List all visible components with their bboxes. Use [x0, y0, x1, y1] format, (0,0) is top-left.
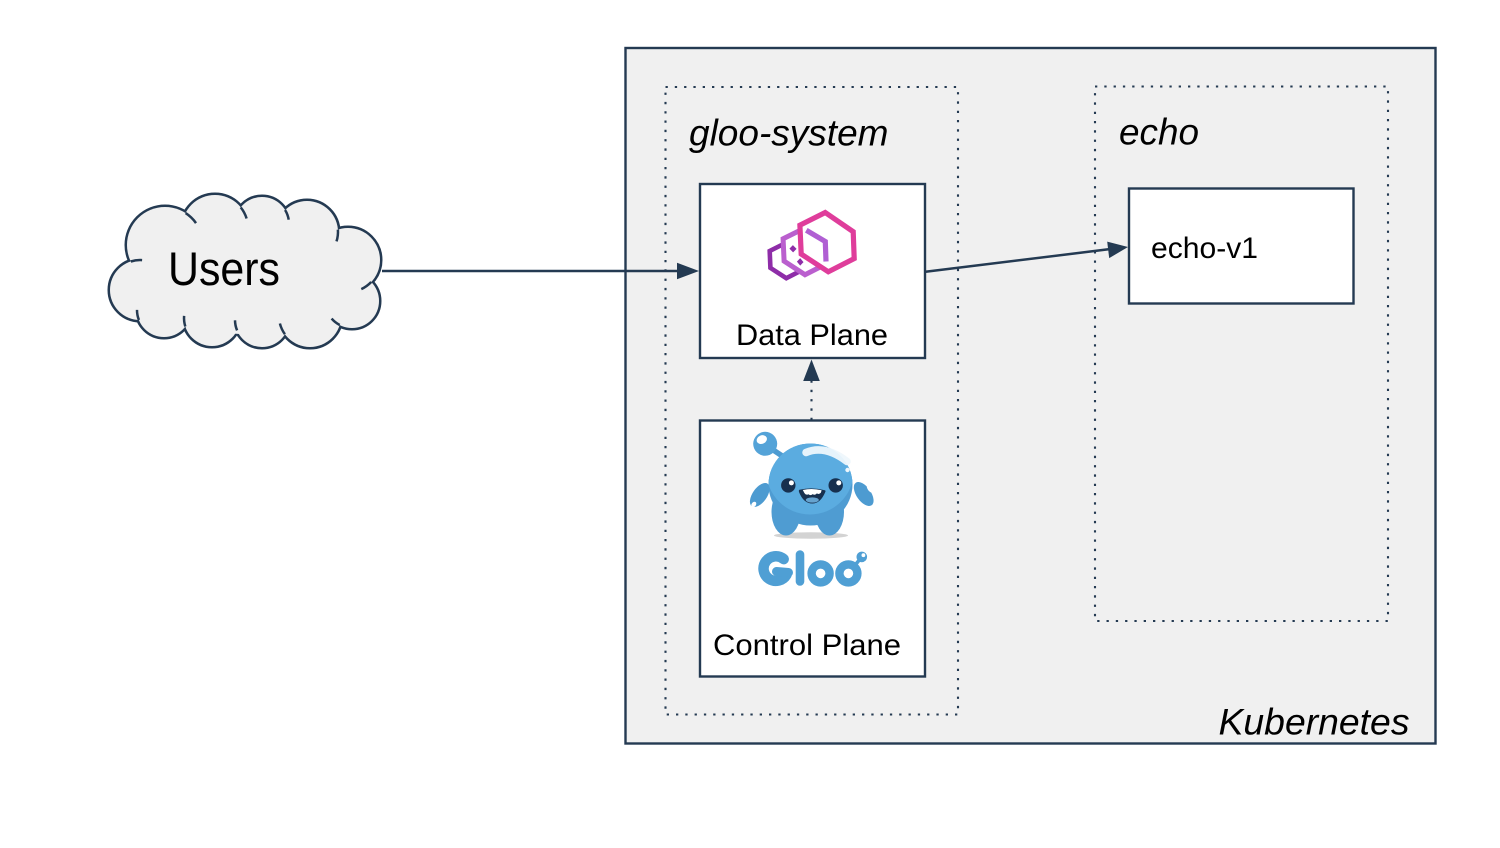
svg-text:Users: Users — [168, 242, 280, 295]
svg-text:Control Plane: Control Plane — [713, 629, 901, 662]
svg-text:Kubernetes: Kubernetes — [1219, 702, 1410, 743]
svg-text:echo: echo — [1119, 112, 1199, 153]
svg-text:Data Plane: Data Plane — [736, 319, 888, 352]
svg-text:echo-v1: echo-v1 — [1151, 232, 1258, 265]
svg-text:gloo-system: gloo-system — [689, 113, 889, 154]
